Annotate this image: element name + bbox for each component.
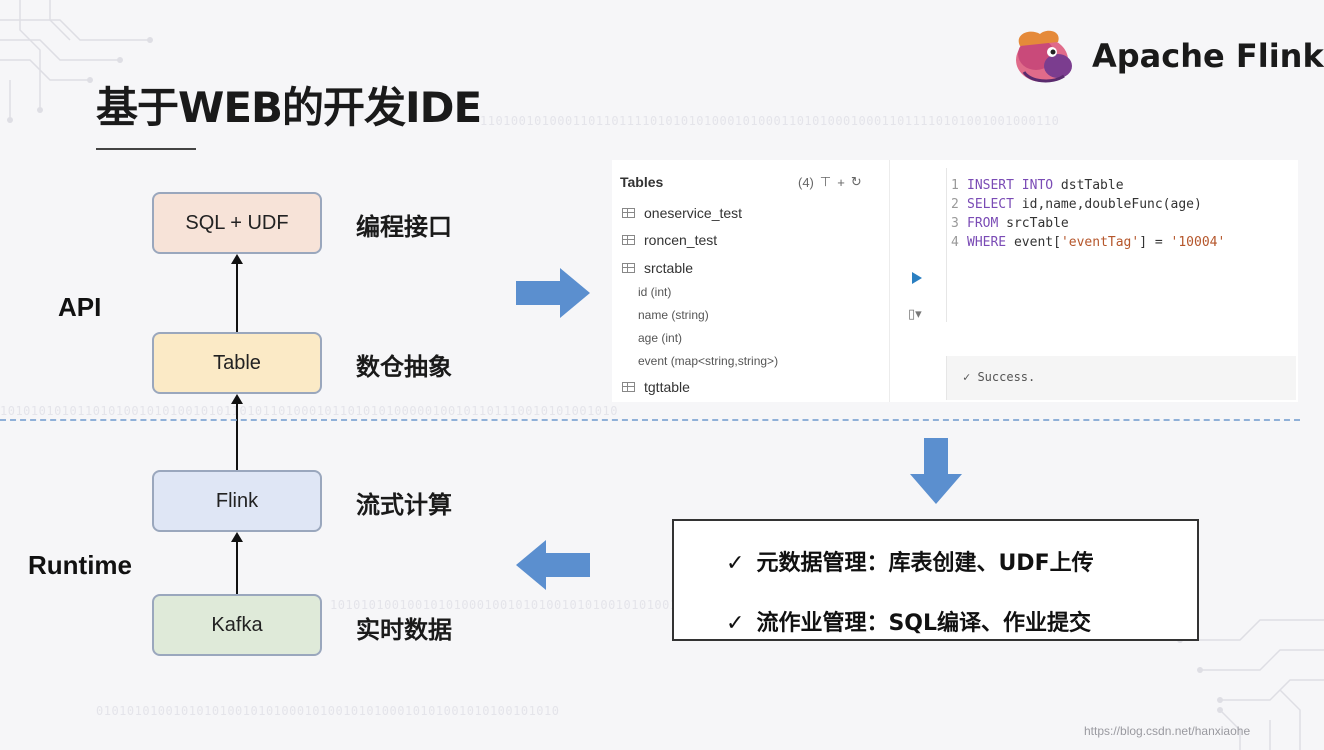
caption-programming-interface: 编程接口 — [356, 213, 452, 241]
table-item[interactable]: roncen_test — [622, 232, 717, 248]
binary-decoration: 0101010100101010100101010001010010101000… — [96, 704, 560, 718]
checkmark-icon: ✓ — [726, 611, 745, 636]
result-text: Success. — [977, 370, 1036, 384]
binary-decoration: 1101001010001101101111010101010001010001… — [480, 114, 1060, 128]
book-icon[interactable]: ▯▾ — [908, 306, 922, 321]
tables-header: Tables — [620, 174, 664, 190]
filter-icon[interactable]: ⊤ — [819, 174, 832, 189]
column-item: age (int) — [638, 331, 683, 345]
column-item: event (map<string,string>) — [638, 354, 779, 368]
stack-box-kafka: Kafka — [152, 594, 322, 656]
tables-panel: Tables (4) ⊤ + ↻ oneservice_test roncen_… — [612, 160, 890, 402]
caption-realtime-data: 实时数据 — [356, 616, 452, 644]
run-icon[interactable] — [912, 272, 922, 284]
circuit-decoration-top-left — [0, 0, 153, 123]
table-item[interactable]: tgttable — [622, 379, 690, 395]
api-label: API — [58, 292, 102, 322]
table-icon — [622, 235, 635, 245]
logo-text: Apache Flink — [1092, 37, 1324, 75]
result-panel: ✓ Success. — [946, 356, 1296, 400]
caption-stream-computing: 流式计算 — [356, 491, 452, 519]
checkmark-icon: ✓ — [726, 551, 745, 576]
arrow-up-icon — [231, 254, 243, 264]
job-management-line: ✓流作业管理：SQL编译、作业提交 — [726, 611, 1092, 636]
refresh-icon[interactable]: ↻ — [850, 174, 862, 189]
management-box: ✓元数据管理：库表创建、UDF上传 ✓流作业管理：SQL编译、作业提交 — [672, 519, 1199, 641]
arrow-left-icon — [516, 540, 590, 590]
table-icon — [622, 382, 635, 392]
binary-decoration: 1010101010110101001010100101011010110100… — [0, 404, 618, 418]
layer-divider — [0, 419, 1300, 421]
table-item[interactable]: oneservice_test — [622, 205, 742, 221]
stack-box-flink: Flink — [152, 470, 322, 532]
stack-box-table: Table — [152, 332, 322, 394]
title-underline — [96, 148, 196, 150]
column-item: name (string) — [638, 308, 709, 322]
table-item[interactable]: srctable — [622, 260, 693, 276]
connector-line — [236, 262, 238, 332]
arrow-up-icon — [231, 394, 243, 404]
connector-line — [236, 402, 238, 470]
arrow-right-icon — [516, 268, 590, 318]
tables-count: (4) — [798, 174, 814, 190]
column-item: id (int) — [638, 285, 672, 299]
caption-warehouse-abstraction: 数仓抽象 — [356, 353, 452, 381]
runtime-label: Runtime — [28, 550, 132, 580]
slide-title: 基于WEB的开发IDE — [96, 83, 482, 132]
arrow-up-icon — [231, 532, 243, 542]
add-icon[interactable]: + — [837, 174, 845, 190]
connector-line — [236, 540, 238, 594]
circuit-decoration-bottom-right — [1177, 619, 1324, 750]
arrow-down-icon — [910, 438, 962, 504]
table-icon — [622, 263, 635, 273]
flink-squirrel-icon — [1016, 30, 1072, 83]
apache-flink-logo: Apache Flink — [1012, 26, 1324, 86]
ide-screenshot: Tables (4) ⊤ + ↻ oneservice_test roncen_… — [612, 160, 1298, 402]
metadata-management-line: ✓元数据管理：库表创建、UDF上传 — [726, 551, 1094, 576]
table-icon — [622, 208, 635, 218]
stack-box-sql-udf: SQL + UDF — [152, 192, 322, 254]
check-icon: ✓ — [963, 370, 978, 384]
watermark: https://blog.csdn.net/hanxiaohe — [1084, 724, 1251, 738]
tables-toolbar: (4) ⊤ + ↻ — [798, 174, 862, 190]
